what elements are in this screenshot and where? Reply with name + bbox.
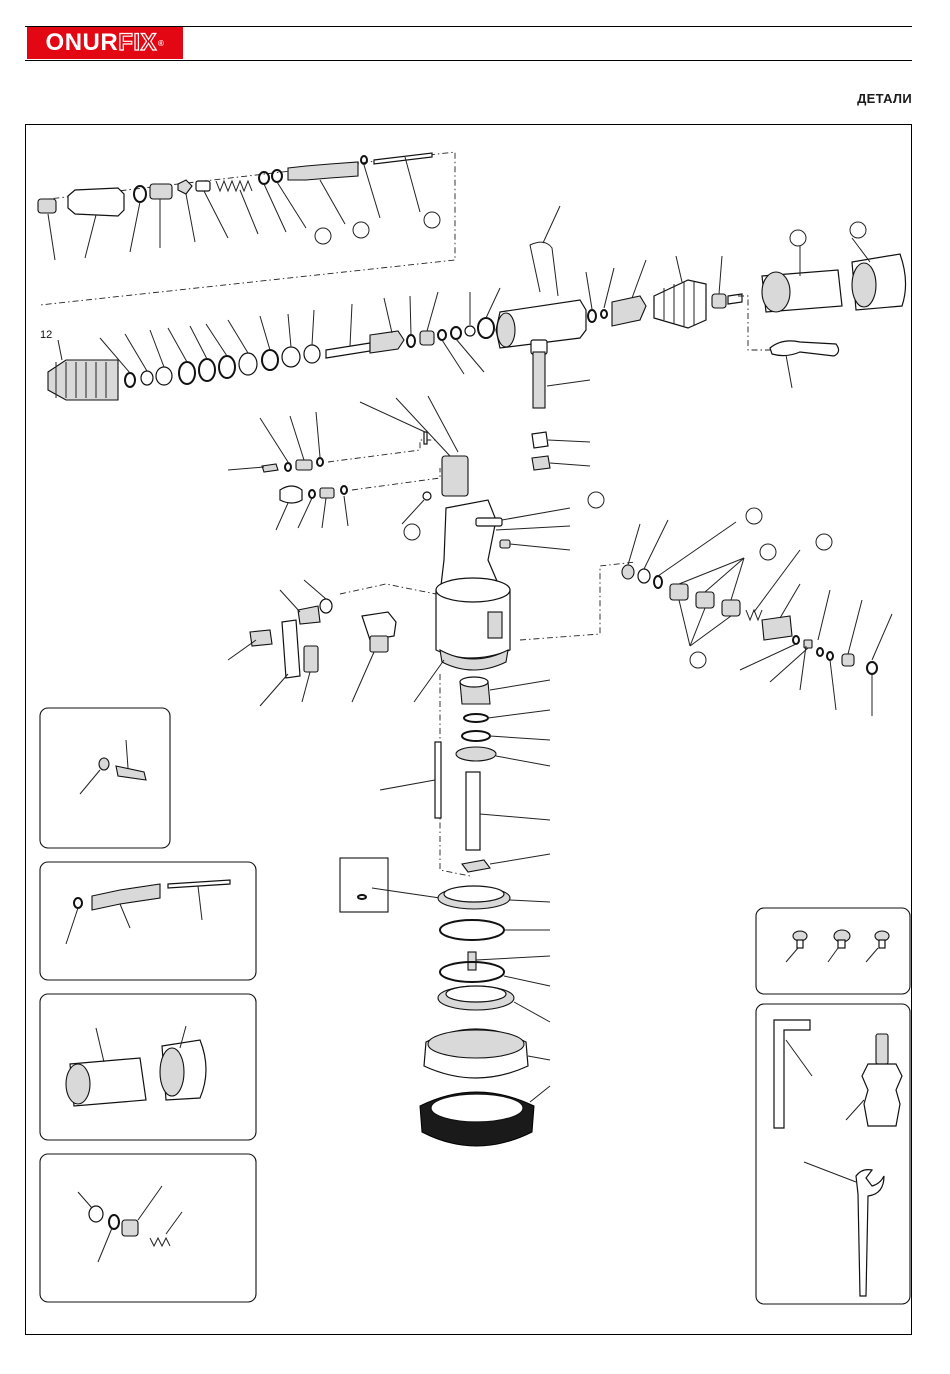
- nose-assembly-top-row: [38, 152, 455, 305]
- trigger-valve-assembly: [228, 396, 468, 540]
- part-ref-number: 12: [40, 329, 52, 341]
- right-valve-assembly: [520, 508, 892, 716]
- inset-sleeves: [40, 994, 256, 1140]
- inset-screw-nut: [40, 708, 170, 848]
- inset-spring-set: [40, 1154, 256, 1302]
- head-cylinder-assembly: [496, 206, 906, 470]
- inset-tools: [756, 1004, 910, 1304]
- tool-body: [414, 492, 604, 702]
- inset-nose-piece: [40, 862, 256, 980]
- inset-nose-tips: [756, 908, 910, 994]
- piston-stack: [340, 674, 550, 1146]
- nose-assembly-second-row: [48, 288, 500, 400]
- air-inlet-assembly: [228, 580, 436, 706]
